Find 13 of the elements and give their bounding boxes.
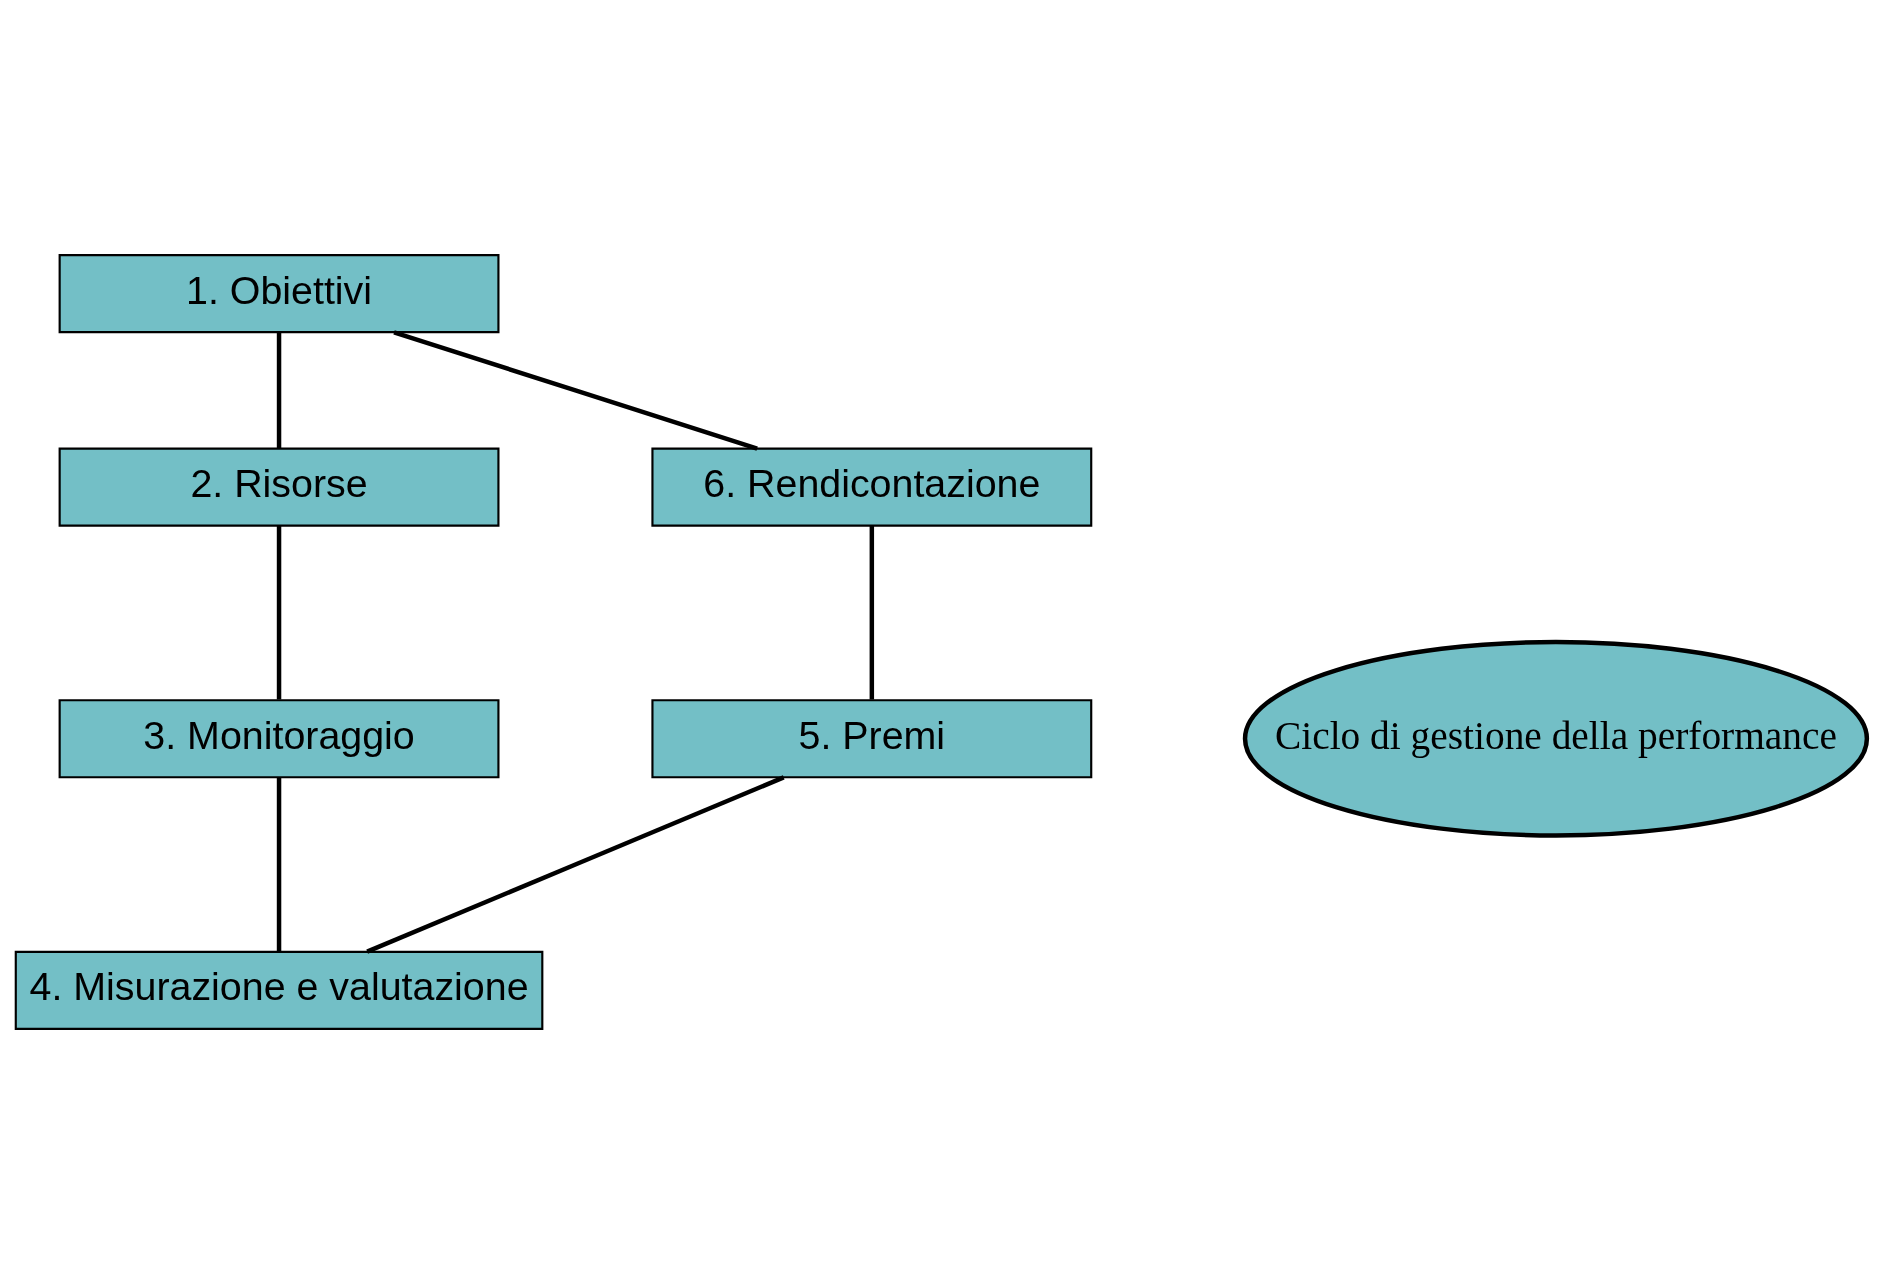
connector [393,330,758,451]
connector [276,777,282,952]
node-box: 5. Premi [651,699,1093,779]
connector [366,775,785,954]
connector [869,526,875,700]
node-box: 3. Monitoraggio [58,699,500,779]
node-box: 1. Obiettivi [58,254,500,334]
node-ellipse: Ciclo di gestione della performance [1242,639,1870,838]
node-box: 6. Rendicontazione [651,447,1093,527]
node-box: 2. Risorse [58,447,500,527]
connector [276,332,282,449]
connector [276,526,282,700]
node-box: 4. Misurazione e valutazione [14,950,544,1030]
